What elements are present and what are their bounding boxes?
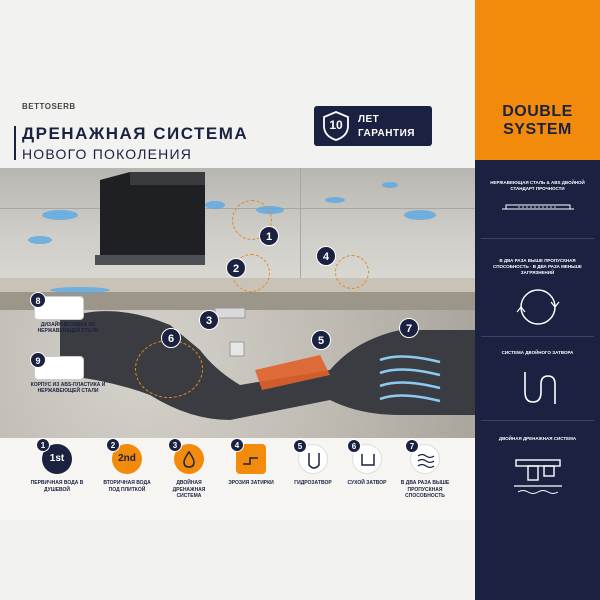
feature-double-seal: СИСТЕМА ДВОЙНОГО ЗАТВОРА	[475, 350, 600, 412]
feature-capacity: В ДВА РАЗА ВЫШЕ ПРОПУСКНАЯ СПОСОБНОСТЬ ·…	[475, 258, 600, 332]
drainage-scene: 1 2 3 4 5 6 7 8 ДИЗАЙН-ВСТАВКА ИЗ НЕРЖАВ…	[0, 102, 475, 500]
legend-label: СУХОЙ ЗАТВОР	[347, 480, 387, 486]
legend-number: 6	[347, 439, 361, 453]
legend-item-3: 3 ДВОЙНАЯ ДРЕНАЖНАЯ СИСТЕМА	[162, 438, 216, 500]
panel-divider	[481, 238, 594, 239]
feature-text: В ДВА РАЗА ВЫШЕ ПРОПУСКНАЯ СПОСОБНОСТЬ ·…	[493, 258, 582, 276]
legend-item-6: 6 СУХОЙ ЗАТВОР	[340, 439, 394, 487]
legend-label: ГИДРОЗАТВОР	[294, 480, 332, 486]
s-trap-icon	[523, 372, 556, 405]
legend-item-7: 7 В ДВА РАЗА ВЫШЕ ПРОПУСКНАЯ СПОСОБНОСТЬ	[398, 439, 452, 500]
page-subtitle: НОВОГО ПОКОЛЕНИЯ	[22, 146, 193, 162]
shield-icon	[323, 111, 349, 141]
title-accent-bar	[14, 126, 16, 160]
drain-system-icon	[513, 459, 562, 495]
side-card-design-insert: 8 ДИЗАЙН-ВСТАВКА ИЗ НЕРЖАВЕЮЩЕЙ СТАЛИ	[22, 292, 114, 334]
tile-joint	[300, 168, 301, 278]
feature-panel-header	[475, 0, 600, 160]
page-title: ДРЕНАЖНАЯ СИСТЕМА	[22, 124, 249, 143]
legend-number: 5	[293, 439, 307, 453]
legend-label: ПЕРВИЧНАЯ ВОДА В ДУШЕВОЙ	[30, 480, 84, 493]
feature-text: СИСТЕМА ДВОЙНОГО ЗАТВОРА	[501, 350, 574, 355]
warranty-line1: ЛЕТ	[358, 114, 380, 125]
side-card-label: ДИЗАЙН-ВСТАВКА ИЗ НЕРЖАВЕЮЩЕЙ СТАЛИ	[37, 322, 99, 334]
water-drop-icon: 2 2nd	[106, 438, 142, 474]
feature-text: ДВОЙНАЯ ДРЕНАЖНАЯ СИСТЕМА	[498, 436, 577, 441]
callout-badge-2: 2	[226, 258, 246, 278]
warranty-years: 10	[329, 118, 343, 132]
detail-highlight-1	[232, 200, 272, 240]
waves-icon: 7	[405, 439, 440, 474]
legend-number: 2	[106, 438, 120, 452]
water-drop-icon: 1 1st	[36, 438, 72, 474]
callout-badge-3: 3	[199, 310, 219, 330]
legend-label: В ДВА РАЗА ВЫШЕ ПРОПУСКНАЯ СПОСОБНОСТЬ	[400, 480, 450, 499]
legend-item-2: 2 2nd ВТОРИЧНАЯ ВОДА ПОД ПЛИТКОЙ	[100, 438, 154, 493]
callout-badge-6: 6	[161, 328, 181, 348]
legend-item-5: 5 ГИДРОЗАТВОР	[286, 439, 340, 487]
side-card-label: КОРПУС ИЗ ABS-ПЛАСТИКА И НЕРЖАВЕЮЩЕЙ СТА…	[30, 382, 106, 394]
legend-label: ЭРОЗИЯ ЗАТИРКИ	[228, 480, 274, 486]
warranty-badge: 10 ЛЕТ ГАРАНТИЯ	[314, 106, 432, 146]
legend-number: 1	[36, 438, 50, 452]
legend-icon-text: 1st	[49, 453, 65, 464]
legend-item-1: 1 1st ПЕРВИЧНАЯ ВОДА В ДУШЕВОЙ	[30, 438, 84, 493]
panel-divider	[481, 336, 594, 337]
feature-double-drain: ДВОЙНАЯ ДРЕНАЖНАЯ СИСТЕМА	[475, 436, 600, 508]
callout-badge-9: 9	[30, 352, 46, 368]
callout-badge-5: 5	[311, 330, 331, 350]
double-drop-icon: 3	[168, 438, 204, 474]
legend-label: ВТОРИЧНАЯ ВОДА ПОД ПЛИТКОЙ	[103, 480, 151, 493]
callout-badge-7: 7	[399, 318, 419, 338]
waterproof-layer	[0, 292, 475, 312]
panel-title-line2: SYSTEM	[503, 121, 572, 138]
callout-badge-1: 1	[259, 226, 279, 246]
drain-profile-icon	[501, 204, 574, 210]
brand-logo: BETTOSERB	[22, 102, 76, 111]
legend-label: ДВОЙНАЯ ДРЕНАЖНАЯ СИСТЕМА	[172, 480, 206, 499]
feature-material: НЕРЖАВЕЮЩАЯ СТАЛЬ & ABS ДВОЙНОЙ СТАНДАРТ…	[475, 180, 600, 218]
callout-badge-8: 8	[30, 292, 46, 308]
flow-arrows	[379, 355, 441, 403]
legend-number: 3	[168, 438, 182, 452]
cycle-arrows-icon	[516, 289, 559, 325]
dry-seal-icon: 6	[347, 439, 382, 474]
water-seal-icon: 5	[293, 439, 328, 474]
warranty-line2: ГАРАНТИЯ	[358, 128, 415, 139]
panel-title-line1: DOUBLE	[502, 103, 573, 120]
legend-number: 7	[405, 439, 419, 453]
drain-channel	[100, 172, 205, 262]
side-card-body: 9 КОРПУС ИЗ ABS-ПЛАСТИКА И НЕРЖАВЕЮЩЕЙ С…	[22, 352, 114, 394]
callout-badge-4: 4	[316, 246, 336, 266]
legend-number: 4	[230, 438, 244, 452]
detail-highlight-6	[135, 340, 203, 398]
detail-highlight-4	[335, 255, 369, 289]
legend-icon-text: 2nd	[118, 453, 136, 464]
legend-item-4: 4 ЭРОЗИЯ ЗАТИРКИ	[224, 438, 278, 487]
feature-text: НЕРЖАВЕЮЩАЯ СТАЛЬ & ABS ДВОЙНОЙ СТАНДАРТ…	[490, 180, 585, 192]
panel-divider	[481, 420, 594, 421]
erosion-icon: 4	[230, 438, 266, 474]
water-seal-zone	[255, 355, 330, 390]
